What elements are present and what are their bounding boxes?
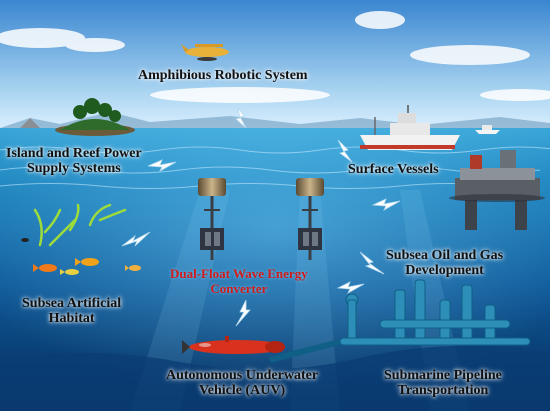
lightning-icon xyxy=(235,107,247,129)
label-line: Subsea Artificial xyxy=(22,296,122,311)
oil-platform xyxy=(449,150,545,230)
surface-waves xyxy=(0,146,550,189)
wave-energy-converter-right xyxy=(296,178,324,260)
small-boat xyxy=(475,125,500,134)
label-line: Supply Systems xyxy=(26,161,121,176)
label-line: Dual-Float Wave Energy xyxy=(170,266,308,281)
lightning-icon xyxy=(121,231,151,247)
label-line: Vehicle (AUV) xyxy=(198,383,286,398)
auv-label: Autonomous Underwater Vehicle (AUV) xyxy=(166,368,318,398)
lightning-icon xyxy=(336,281,365,294)
clouds xyxy=(0,11,550,103)
lightning-icon xyxy=(337,139,353,163)
submarine-pipeline-label: Submarine Pipeline Transportation xyxy=(384,368,502,398)
label-line: Subsea Oil and Gas xyxy=(386,248,504,263)
wave-energy-converter-left xyxy=(198,178,226,260)
label-line: Converter xyxy=(210,281,268,296)
subsea-pipeline-infrastructure xyxy=(269,279,531,363)
auv-vehicle xyxy=(182,336,285,354)
lightning-icon xyxy=(359,251,385,275)
surface-vessels-label: Surface Vessels xyxy=(348,162,439,177)
island-reef-power-label: Island and Reef Power Supply Systems xyxy=(6,146,142,176)
label-line: Island and Reef Power xyxy=(6,146,142,161)
amphibious-robotic-system-label: Amphibious Robotic System xyxy=(138,68,308,83)
seabed xyxy=(0,345,550,411)
subsea-artificial-habitat-label: Subsea Artificial Habitat xyxy=(22,296,121,326)
coral-habitat xyxy=(33,203,127,247)
amphibious-aircraft xyxy=(181,44,229,61)
label-line: Submarine Pipeline xyxy=(384,368,502,383)
surface-vessel xyxy=(360,105,460,150)
label-line: Transportation xyxy=(397,383,489,398)
lightning-connectors xyxy=(121,107,401,327)
dual-float-converter-label: Dual-Float Wave Energy Converter xyxy=(170,266,308,296)
label-line: Autonomous Underwater xyxy=(166,368,319,383)
lightning-icon xyxy=(235,299,251,327)
label-line: Habitat xyxy=(48,311,95,326)
fish xyxy=(21,238,141,275)
lightning-icon xyxy=(147,159,177,172)
label-line: Development xyxy=(405,263,484,278)
subsea-oil-gas-label: Subsea Oil and Gas Development xyxy=(386,248,503,278)
island xyxy=(55,98,135,136)
lightning-icon xyxy=(371,198,401,211)
